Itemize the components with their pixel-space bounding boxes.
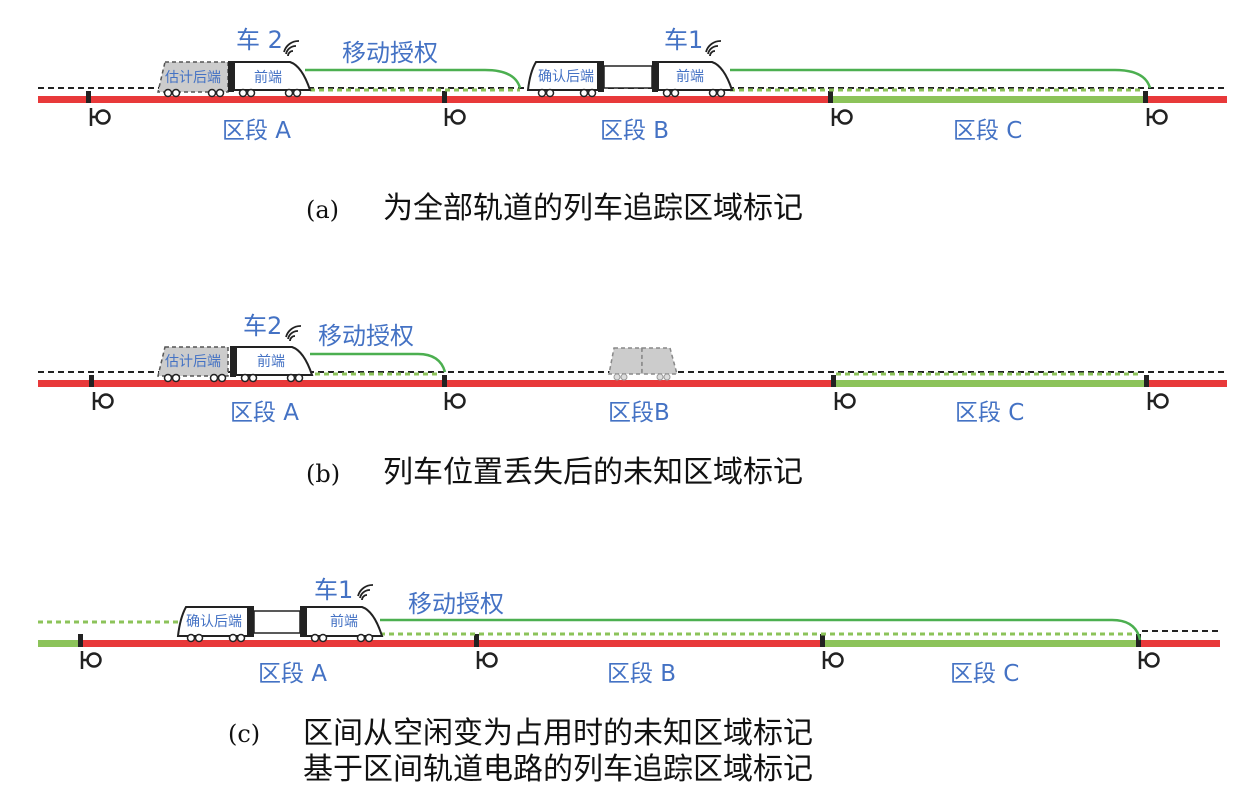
- middle-link: [253, 610, 301, 634]
- wheels: [186, 633, 374, 643]
- track-free-c0: [38, 640, 80, 647]
- section-b-label: 区段B: [608, 400, 670, 426]
- movement-authority-label: 移动授权: [342, 39, 438, 67]
- signal-icon: [1147, 390, 1169, 412]
- track-occupied-b2: [1146, 380, 1227, 387]
- front-car: [305, 606, 384, 637]
- signal-icon: [834, 390, 856, 412]
- front-car: [235, 346, 314, 376]
- section-a-label: 区段 A: [222, 118, 291, 144]
- middle-link: [603, 65, 653, 89]
- panel-b: 估计后端 前端 车2 移动授权 区段 A: [38, 312, 1227, 490]
- track-occupied-b1: [38, 380, 834, 387]
- track-free-b: [834, 380, 1146, 387]
- signal-icon: [80, 649, 102, 671]
- section-a-label: 区段 A: [258, 661, 327, 687]
- boundary-tick: [442, 375, 447, 387]
- front-label: 前端: [257, 353, 285, 370]
- caption-b: 列车位置丢失后的未知区域标记: [383, 455, 803, 490]
- caption-letter-c: (c): [228, 720, 260, 748]
- section-c-label: 区段 C: [950, 661, 1019, 687]
- wheels: [537, 88, 726, 98]
- signal-icon: [831, 106, 853, 128]
- wireless-icon: [357, 584, 374, 601]
- train-1: 确认后端 前端: [526, 40, 734, 98]
- section-a-label: 区段 A: [230, 400, 299, 426]
- boundary-tick: [86, 91, 91, 103]
- signal-icon: [1138, 649, 1160, 671]
- coupler: [248, 606, 254, 637]
- boundary-tick: [828, 91, 833, 103]
- confirmed-rear-label: 确认后端: [186, 614, 242, 630]
- boundary-tick: [831, 375, 836, 387]
- coupler: [300, 606, 306, 637]
- coupler: [230, 346, 236, 377]
- train-2-label: 车 2: [236, 26, 283, 54]
- boundary-tick: [78, 634, 83, 647]
- estimated-rear-car: [157, 346, 229, 377]
- movement-authority-label: 移动授权: [318, 322, 414, 350]
- caption-letter-b: (b): [306, 460, 340, 488]
- estimated-rear-label: 估计后端: [165, 354, 221, 370]
- signal-icon: [476, 649, 498, 671]
- boundary-tick: [442, 91, 447, 103]
- caption-a: 为全部轨道的列车追踪区域标记: [383, 191, 803, 226]
- caption-c-line1: 区间从空闲变为占用时的未知区域标记: [303, 716, 813, 751]
- train-2-label: 车2: [243, 312, 282, 340]
- track-free-a: [830, 96, 1145, 103]
- movement-authority-curve: [305, 68, 522, 89]
- coupler: [652, 61, 658, 92]
- section-c-label: 区段 C: [953, 118, 1022, 144]
- boundary-tick: [474, 634, 479, 647]
- track-free-c: [824, 640, 1138, 647]
- train-2: 估计后端 前端: [157, 325, 314, 383]
- movement-authority-curve: [380, 618, 1142, 641]
- signal-icon: [444, 390, 466, 412]
- signal-icon: [92, 390, 114, 412]
- section-b-label: 区段 B: [607, 661, 676, 687]
- movement-authority-label: 移动授权: [408, 590, 504, 618]
- signal-icon: [822, 649, 844, 671]
- boundary-tick: [1144, 375, 1149, 387]
- coupler: [228, 61, 234, 92]
- train-1-label: 车1: [314, 576, 353, 604]
- boundary-tick: [1136, 634, 1141, 647]
- front-label: 前端: [254, 69, 282, 86]
- signal-icon: [1146, 106, 1168, 128]
- caption-letter-a: (a): [306, 196, 339, 224]
- movement-authority-curve: [730, 68, 1152, 89]
- confirmed-rear-label: 确认后端: [538, 69, 594, 85]
- section-c-label: 区段 C: [955, 400, 1024, 426]
- movement-authority-curve: [310, 352, 447, 373]
- front-car: [657, 61, 734, 91]
- train-1: 确认后端 前端: [176, 584, 384, 643]
- panel-c: 确认后端 前端 车1 移动授权 区段 A 区段 B 区段 C (c) 区间从空闲…: [38, 576, 1222, 787]
- wheels: [163, 88, 302, 98]
- front-label: 前端: [676, 68, 704, 85]
- boundary-tick: [820, 634, 825, 647]
- section-b-label: 区段 B: [600, 118, 669, 144]
- train-1-label: 车1: [664, 26, 703, 54]
- front-car: [233, 61, 312, 91]
- signal-icon: [444, 106, 466, 128]
- signal-icon: [89, 106, 111, 128]
- estimated-rear-label: 估计后端: [165, 70, 221, 86]
- panel-a: 估计后端 前端 车 2 移动授权 确认后端 前端: [38, 26, 1227, 226]
- wheels: [163, 373, 304, 383]
- caption-c-line2: 基于区间轨道电路的列车追踪区域标记: [303, 752, 813, 787]
- train-2: 估计后端 前端: [157, 40, 312, 98]
- track-occupied-c2: [1138, 640, 1220, 647]
- wireless-icon: [285, 325, 302, 342]
- front-label: 前端: [330, 613, 358, 630]
- track-occupied-a2: [1145, 96, 1227, 103]
- track-occupied-c1: [80, 640, 824, 647]
- coupler: [598, 61, 604, 92]
- lost-train-ghost: [608, 347, 678, 381]
- boundary-tick: [89, 375, 94, 387]
- boundary-tick: [1143, 91, 1148, 103]
- track-occupied-a1: [38, 96, 830, 103]
- wireless-icon: [705, 40, 722, 57]
- wireless-icon: [283, 40, 300, 57]
